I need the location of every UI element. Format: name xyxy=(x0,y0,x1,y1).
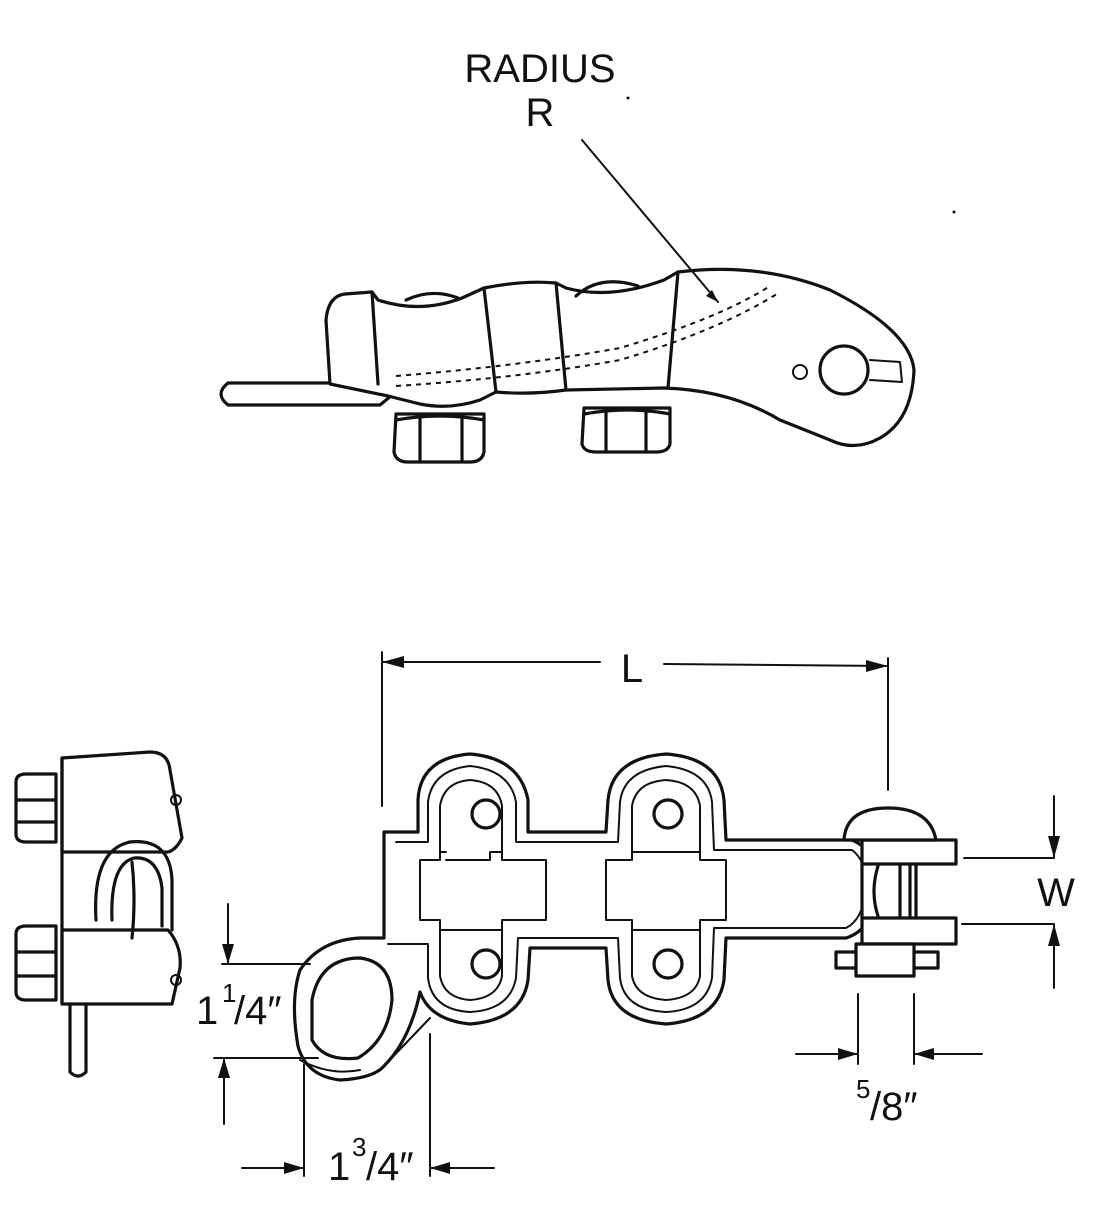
dim-b-arrow-right xyxy=(430,1162,450,1174)
speck-1 xyxy=(626,96,630,100)
dim-c-denominator: /8″ xyxy=(870,1085,918,1129)
radius-leader-arrow xyxy=(706,290,718,302)
eye-edge-lines xyxy=(299,1017,431,1073)
dim-c-numerator: 5 xyxy=(856,1074,870,1104)
dimension-five-eighths: 5 /8″ xyxy=(795,993,983,1129)
clevis-inner xyxy=(860,862,918,920)
bolt-hole-2 xyxy=(470,948,502,980)
dim-L-line xyxy=(381,661,889,667)
plan-view-inner-outline-2 xyxy=(439,779,701,1001)
dim-b-arrow-left xyxy=(284,1162,304,1174)
cross-recess-left xyxy=(419,851,547,931)
bolt-hole-1 xyxy=(470,798,502,830)
speck-2 xyxy=(952,210,956,214)
dim-b-extensions xyxy=(303,1033,431,1177)
dim-L-arrow-right xyxy=(866,660,888,672)
dim-W-arrow-bottom xyxy=(1048,924,1060,946)
section-line-2 xyxy=(482,286,498,394)
dim-a-whole: 1 xyxy=(196,989,218,1033)
eye-slot xyxy=(869,359,903,383)
section-line-1 xyxy=(370,290,380,386)
clevis-nut xyxy=(854,942,916,978)
dim-b-numerator: 3 xyxy=(352,1132,366,1162)
dim-a-numerator: 1 xyxy=(222,978,236,1008)
oval-eye xyxy=(310,956,394,1061)
dim-W-arrow-top xyxy=(1048,836,1060,858)
dim-c-arrow-left xyxy=(838,1048,858,1060)
tail-rod xyxy=(219,381,394,407)
end-view-lower-body xyxy=(60,928,182,1006)
end-view-rivet-bottom xyxy=(170,974,182,986)
side-elevation-view: RADIUS R xyxy=(219,47,916,464)
end-view-cradle-outer xyxy=(94,840,174,932)
hole-top-2 xyxy=(574,280,640,298)
dim-a-denominator: /4″ xyxy=(234,989,282,1033)
end-view-upper-body xyxy=(60,750,184,854)
clevis-pin-lines xyxy=(872,864,912,918)
dim-a-extensions xyxy=(213,963,319,1059)
dimension-one-quarter: 1 1 /4″ xyxy=(196,903,319,1125)
radius-leader-line xyxy=(581,139,719,303)
dim-c-arrow-right xyxy=(914,1048,934,1060)
nut-left xyxy=(392,412,486,464)
end-view-bolt-top xyxy=(14,772,58,844)
bolt-hole-3 xyxy=(652,798,684,830)
radius-dashed-curve-1 xyxy=(395,291,781,387)
dim-c-extensions xyxy=(857,993,915,1065)
dimension-L: L xyxy=(381,647,889,807)
clevis-pin-head xyxy=(842,806,938,842)
cross-recess-right xyxy=(605,851,727,931)
width-label: W xyxy=(1037,871,1075,915)
dim-b-whole: 1 xyxy=(328,1145,350,1189)
end-view-cradle-inner xyxy=(110,856,164,928)
end-view xyxy=(14,750,184,1078)
end-view-bolt-bottom xyxy=(14,924,58,1002)
dim-a-arrow-bottom xyxy=(218,1058,230,1078)
section-line-3 xyxy=(554,281,568,392)
bolt-hole-4 xyxy=(652,948,684,980)
dim-L-arrow-left xyxy=(382,656,404,668)
end-view-rod xyxy=(68,1002,88,1078)
end-view-cradle-mid xyxy=(130,860,136,940)
dim-W-extensions xyxy=(961,857,1055,925)
radius-label: RADIUS xyxy=(464,47,615,91)
length-label: L xyxy=(621,647,643,691)
dimension-W: W xyxy=(961,795,1075,989)
radius-letter-label: R xyxy=(526,91,555,135)
dim-b-denominator: /4″ xyxy=(366,1145,414,1189)
dimension-three-quarter: 1 3 /4″ xyxy=(241,1033,495,1189)
dim-a-arrow-top xyxy=(222,944,234,964)
nut-right xyxy=(580,406,672,454)
dim-a-line xyxy=(223,903,229,1125)
hole-top-1 xyxy=(404,291,460,302)
radius-dashed-curve-2 xyxy=(395,285,771,377)
plan-view xyxy=(292,752,958,1082)
end-view-rivet-top xyxy=(170,794,182,806)
eye-pin-small xyxy=(792,364,808,380)
eye-hole xyxy=(818,344,870,396)
